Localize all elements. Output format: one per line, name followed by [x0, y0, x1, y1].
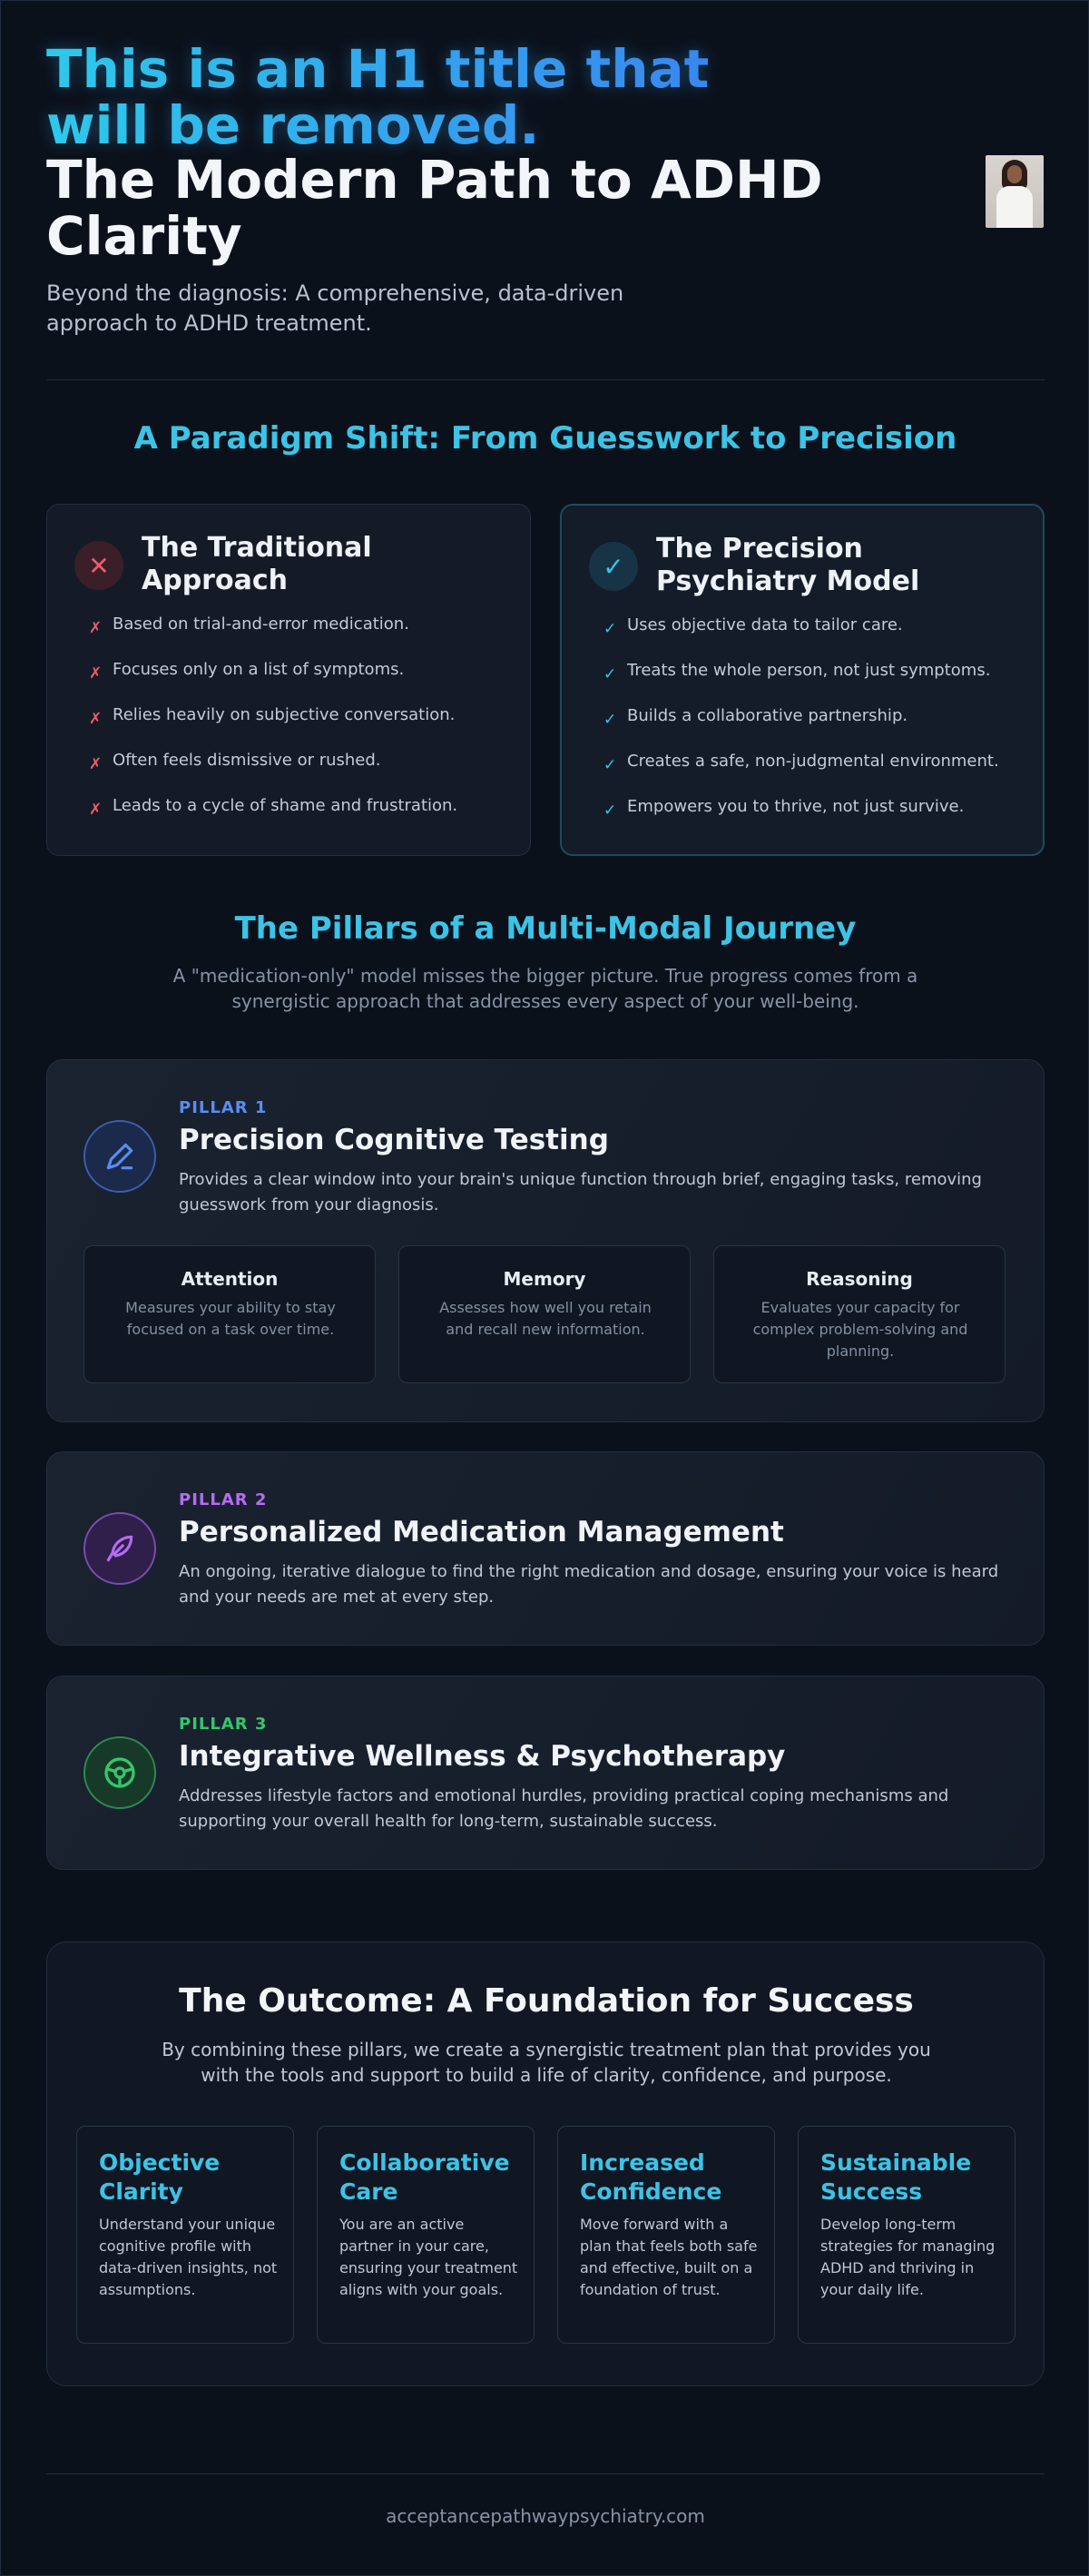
list-item-text: Focuses only on a list of symptoms. [113, 660, 405, 679]
list-item-text: Leads to a cycle of shame and frustratio… [113, 796, 458, 815]
list-item: ✓ Creates a safe, non-judgmental environm… [603, 751, 1030, 796]
outcome-card-description: Develop long-term strategies for managin… [820, 2216, 996, 2298]
placeholder-h1-title: This is an H1 title that will be removed… [46, 41, 790, 153]
pillar-label: PILLAR 1 [179, 1098, 268, 1117]
pillar-title: Precision Cognitive Testing [179, 1124, 609, 1156]
list-item: ✗ Leads to a cycle of shame and frustrati… [89, 795, 515, 841]
test-card-title: Attention [181, 1268, 279, 1290]
feather-icon [83, 1512, 156, 1585]
pillar-card-medication-management: PILLAR 2 Personalized Medication Managem… [46, 1451, 1045, 1646]
page-subtitle: Beyond the diagnosis: A comprehensive, d… [46, 280, 624, 336]
traditional-approach-list: ✗ Based on trial-and-error medication. ✗ F… [89, 614, 515, 841]
outcome-section: The Outcome: A Foundation for Success By… [46, 1942, 1045, 2386]
cross-mark-icon: ✗ [89, 664, 103, 683]
pillar-title: Integrative Wellness & Psychotherapy [179, 1740, 786, 1773]
checkmark-icon: ✓ [603, 665, 617, 683]
outcome-card-collaborative-care: Collaborative Care You are an active par… [317, 2126, 535, 2344]
pillar-label: PILLAR 2 [179, 1490, 268, 1509]
checkmark-icon: ✓ [603, 801, 617, 820]
footer-site-link[interactable]: acceptancepathwaypsychiatry.com [386, 2505, 705, 2527]
avatar-face [1007, 165, 1022, 183]
paradigm-section-title: A Paradigm Shift: From Guesswork to Prec… [133, 420, 957, 457]
pillars-section-title: The Pillars of a Multi-Modal Journey [234, 910, 857, 947]
list-item-text: Uses objective data to tailor care. [627, 615, 903, 634]
cross-mark-icon: ✗ [89, 801, 103, 819]
pillar-description: Addresses lifestyle factors and emotiona… [179, 1786, 949, 1831]
list-item-text: Based on trial-and-error medication. [113, 615, 409, 634]
list-item: ✓ Uses objective data to tailor care. [603, 615, 1030, 660]
list-item: ✗ Focuses only on a list of symptoms. [89, 659, 515, 704]
list-item-text: Relies heavily on subjective conversatio… [113, 705, 456, 724]
outcome-title: The Outcome: A Foundation for Success [179, 1982, 914, 2020]
footer: acceptancepathwaypsychiatry.com [46, 2473, 1045, 2564]
list-item-text: Creates a safe, non-judgmental environme… [627, 752, 999, 771]
test-card-description: Measures your ability to stay focused on… [125, 1299, 336, 1338]
outcome-card-sustainable-success: Sustainable Success Develop long-term st… [798, 2126, 1015, 2344]
pillar-label: PILLAR 3 [179, 1715, 268, 1734]
avatar-body [996, 186, 1033, 228]
test-card-title: Reasoning [806, 1268, 913, 1290]
outcome-card-increased-confidence: Increased Confidence Move forward with a… [557, 2126, 775, 2344]
traditional-approach-card: ✕ The Traditional Approach ✗ Based on tri… [46, 504, 531, 856]
list-item-text: Treats the whole person, not just sympto… [627, 661, 991, 680]
checkmark-icon: ✓ [603, 711, 617, 729]
outcome-card-objective-clarity: Objective Clarity Understand your unique… [76, 2126, 294, 2344]
list-item-text: Often feels dismissive or rushed. [113, 751, 381, 770]
test-card-description: Evaluates your capacity for complex prob… [752, 1299, 968, 1360]
outcome-description: By combining these pillars, we create a … [162, 2039, 931, 2086]
pillar-description: Provides a clear window into your brain'… [179, 1170, 982, 1214]
list-item: ✓ Treats the whole person, not just sympt… [603, 660, 1030, 705]
outcome-card-description: You are an active partner in your care, … [339, 2216, 518, 2298]
cross-mark-icon: ✗ [89, 755, 103, 773]
list-item-text: Builds a collaborative partnership. [627, 706, 908, 725]
precision-psychiatry-title: The Precision Psychiatry Model [656, 533, 920, 597]
pillar-description: An ongoing, iterative dialogue to find t… [179, 1562, 999, 1607]
list-item: ✓ Empowers you to thrive, not just surviv… [603, 796, 1030, 841]
precision-psychiatry-card: ✓ The Precision Psychiatry Model ✓ Uses o… [560, 504, 1045, 856]
content-wrapper: This is an H1 title that will be removed… [46, 1, 1045, 2527]
outcome-card-title: Increased Confidence [580, 2149, 722, 2205]
test-card-description: Assesses how well you retain and recall … [439, 1299, 652, 1338]
outcome-card-title: Collaborative Care [339, 2149, 510, 2205]
outcome-card-title: Sustainable Success [820, 2149, 972, 2205]
list-item: ✗ Relies heavily on subjective conversati… [89, 704, 515, 750]
checkmark-icon: ✓ [603, 756, 617, 774]
x-icon: ✕ [74, 541, 123, 590]
pen-icon [83, 1120, 156, 1193]
outcome-card-title: Objective Clarity [99, 2149, 221, 2205]
page-title: The Modern Path to ADHD Clarity [46, 149, 823, 267]
cross-mark-icon: ✗ [89, 710, 103, 728]
outcome-card-description: Move forward with a plan that feels both… [580, 2216, 758, 2298]
test-card-attention: Attention Measures your ability to stay … [83, 1245, 376, 1383]
wheel-icon [83, 1736, 156, 1809]
list-item-text: Empowers you to thrive, not just survive… [627, 797, 965, 816]
check-icon: ✓ [589, 542, 638, 591]
cross-mark-icon: ✗ [89, 619, 103, 637]
list-item: ✓ Builds a collaborative partnership. [603, 705, 1030, 751]
list-item: ✗ Often feels dismissive or rushed. [89, 750, 515, 795]
checkmark-icon: ✓ [603, 620, 617, 638]
pillar-card-integrative-wellness: PILLAR 3 Integrative Wellness & Psychoth… [46, 1676, 1045, 1870]
test-card-reasoning: Reasoning Evaluates your capacity for co… [713, 1245, 1006, 1383]
list-item: ✗ Based on trial-and-error medication. [89, 614, 515, 659]
pillars-section-subtitle: A "medication-only" model misses the big… [172, 965, 918, 1012]
test-card-title: Memory [503, 1268, 586, 1290]
outcome-card-description: Understand your unique cognitive profile… [99, 2216, 278, 2298]
pillar-title: Personalized Medication Management [179, 1516, 784, 1549]
header: This is an H1 title that will be removed… [46, 1, 1045, 380]
avatar [986, 155, 1044, 228]
test-card-memory: Memory Assesses how well you retain and … [398, 1245, 691, 1383]
traditional-approach-title: The Traditional Approach [142, 532, 372, 596]
pillar-card-cognitive-testing: PILLAR 1 Precision Cognitive Testing Pro… [46, 1059, 1045, 1422]
precision-psychiatry-list: ✓ Uses objective data to tailor care. ✓ Tr… [603, 615, 1030, 841]
